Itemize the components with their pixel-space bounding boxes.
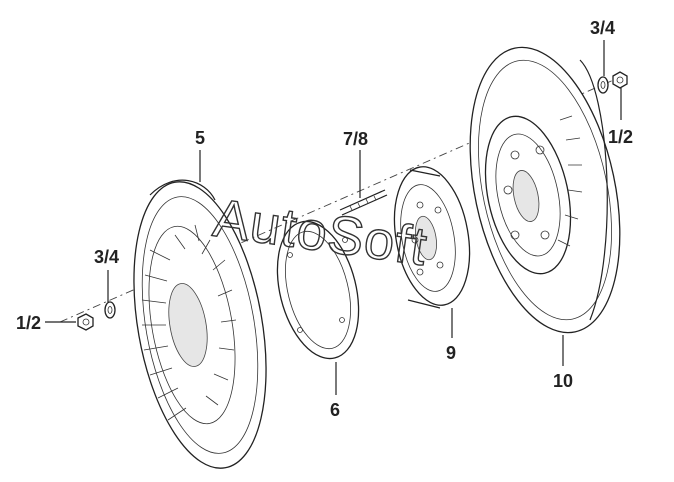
disc-cover [133, 179, 267, 469]
label-ring: 6 [330, 400, 340, 420]
label-nut-right: 1/2 [608, 127, 633, 147]
left-nut [77, 313, 94, 331]
label-brake-disc: 10 [553, 371, 573, 391]
label-hub: 9 [446, 343, 456, 363]
label-disc-cover: 5 [195, 128, 205, 148]
label-nut-left: 1/2 [16, 313, 41, 333]
bolts [339, 189, 388, 216]
label-washer-left: 3/4 [94, 247, 119, 267]
brake-disc [469, 46, 621, 334]
ring [276, 220, 360, 360]
left-washer [104, 301, 116, 319]
right-nut [612, 71, 628, 89]
hub-flange [393, 166, 471, 309]
label-bolts: 7/8 [343, 129, 368, 149]
right-washer [597, 76, 609, 94]
label-washer-right: 3/4 [590, 18, 615, 38]
